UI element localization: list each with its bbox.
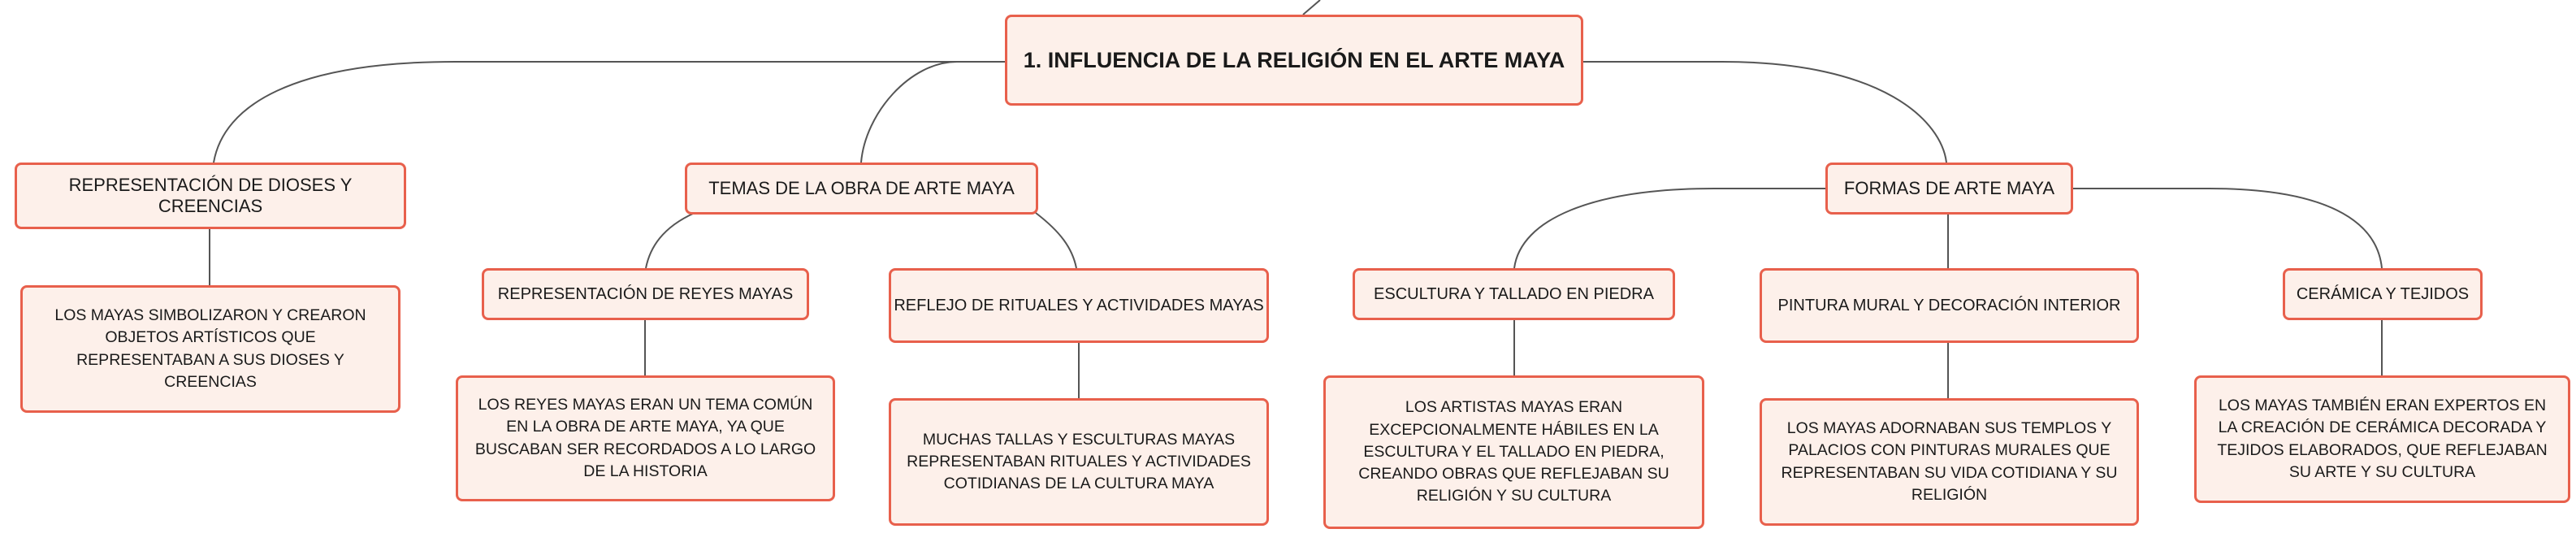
topic-label: REPRESENTACIÓN DE DIOSES Y CREENCIAS	[68, 175, 353, 216]
connector-root-to-temas	[860, 61, 1007, 163]
detail-text: LOS MAYAS ADORNABAN SUS TEMPLOS Y PALACI…	[1781, 418, 2118, 504]
detail-representacion-reyes[interactable]: LOS REYES MAYAS ERAN UN TEMA COMÚN EN LA…	[456, 375, 835, 501]
detail-text: LOS REYES MAYAS ERAN UN TEMA COMÚN EN LA…	[474, 395, 816, 480]
connector-formas-to-ceramica	[2072, 188, 2383, 269]
connector-root-to-formas	[1580, 61, 1947, 163]
detail-ceramica-tejidos[interactable]: LOS MAYAS TAMBIÉN ERAN EXPERTOS EN LA CR…	[2194, 375, 2570, 503]
topic-label: ESCULTURA Y TALLADO EN PIEDRA	[1374, 284, 1654, 303]
topic-reflejo-rituales[interactable]: REFLEJO DE RITUALES Y ACTIVIDADES MAYAS	[889, 268, 1269, 343]
connector-parent-to-root	[1302, 0, 1321, 15]
detail-pintura-mural[interactable]: LOS MAYAS ADORNABAN SUS TEMPLOS Y PALACI…	[1760, 398, 2139, 526]
detail-reflejo-rituales[interactable]: MUCHAS TALLAS Y ESCULTURAS MAYAS REPRESE…	[889, 398, 1269, 526]
topic-representacion-reyes[interactable]: REPRESENTACIÓN DE REYES MAYAS	[482, 268, 809, 320]
topic-ceramica-tejidos[interactable]: CERÁMICA Y TEJIDOS	[2283, 268, 2483, 320]
connector-root-to-dioses	[213, 61, 1007, 163]
root-topic-label: 1. INFLUENCIA DE LA RELIGIÓN EN EL ARTE …	[1023, 47, 1565, 72]
topic-representacion-dioses[interactable]: REPRESENTACIÓN DE DIOSES Y CREENCIAS	[15, 163, 406, 229]
topic-pintura-mural[interactable]: PINTURA MURAL Y DECORACIÓN INTERIOR	[1760, 268, 2139, 343]
topic-temas-obra[interactable]: TEMAS DE LA OBRA DE ARTE MAYA	[685, 163, 1038, 215]
topic-escultura-tallado[interactable]: ESCULTURA Y TALLADO EN PIEDRA	[1353, 268, 1675, 320]
topic-label: PINTURA MURAL Y DECORACIÓN INTERIOR	[1777, 296, 2121, 314]
topic-formas-arte[interactable]: FORMAS DE ARTE MAYA	[1825, 163, 2073, 215]
topic-label: FORMAS DE ARTE MAYA	[1843, 178, 2055, 198]
root-topic[interactable]: 1. INFLUENCIA DE LA RELIGIÓN EN EL ARTE …	[1005, 15, 1583, 106]
detail-text: MUCHAS TALLAS Y ESCULTURAS MAYAS REPRESE…	[907, 430, 1251, 493]
connector-temas-to-rituales	[1035, 212, 1077, 269]
detail-representacion-dioses[interactable]: LOS MAYAS SIMBOLIZARON Y CREARON OBJETOS…	[20, 285, 400, 413]
topic-label: REPRESENTACIÓN DE REYES MAYAS	[497, 284, 794, 303]
detail-text: LOS ARTISTAS MAYAS ERAN EXCEPCIONALMENTE…	[1358, 398, 1669, 505]
connector-formas-to-escultura	[1513, 188, 1826, 269]
topic-label: REFLEJO DE RITUALES Y ACTIVIDADES MAYAS	[894, 296, 1264, 314]
detail-escultura-tallado[interactable]: LOS ARTISTAS MAYAS ERAN EXCEPCIONALMENTE…	[1323, 375, 1704, 529]
detail-text: LOS MAYAS SIMBOLIZARON Y CREARON OBJETOS…	[54, 306, 366, 391]
detail-text: LOS MAYAS TAMBIÉN ERAN EXPERTOS EN LA CR…	[2217, 396, 2548, 481]
connector-temas-to-reyes	[645, 212, 695, 269]
topic-label: CERÁMICA Y TEJIDOS	[2296, 284, 2470, 303]
topic-label: TEMAS DE LA OBRA DE ARTE MAYA	[708, 178, 1015, 198]
